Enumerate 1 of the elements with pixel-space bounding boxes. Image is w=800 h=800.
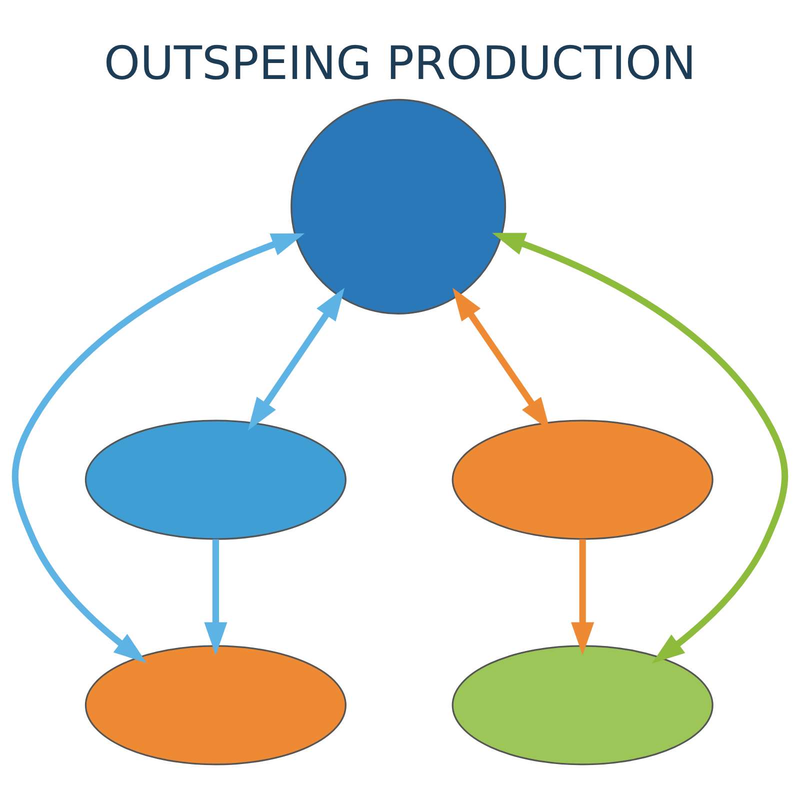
diagram-title: OUTSPEING PRODUCTION bbox=[104, 36, 696, 90]
